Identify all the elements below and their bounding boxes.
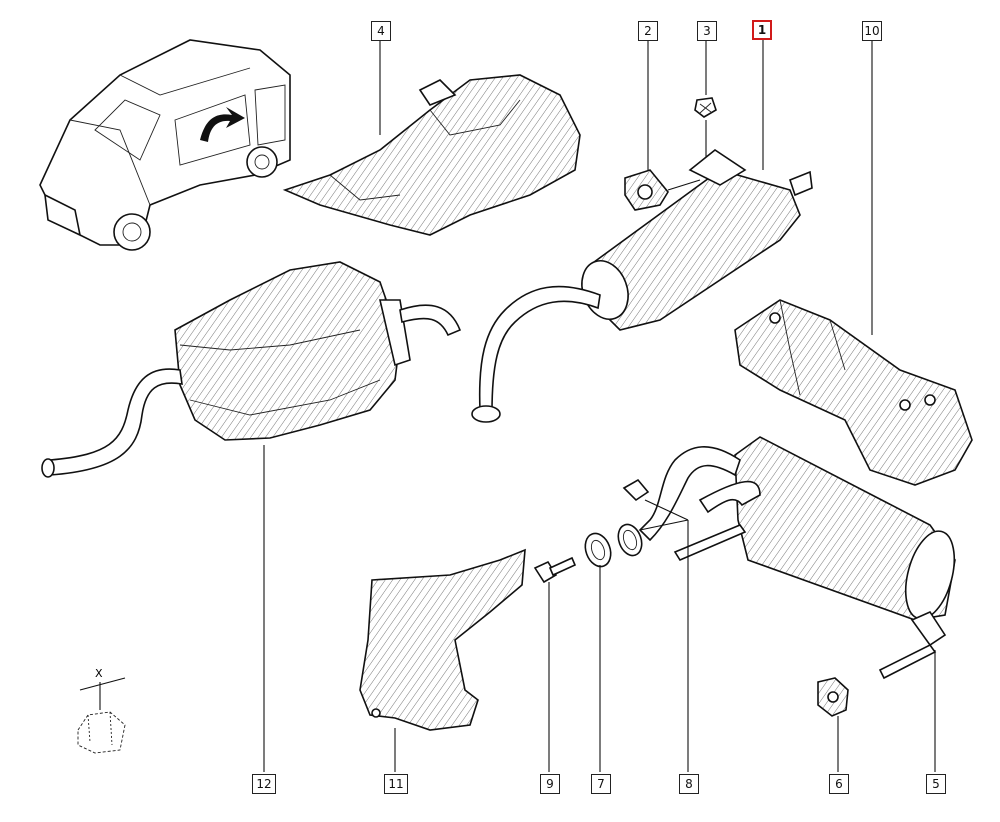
callout-4: 4 — [371, 21, 391, 41]
callout-10: 10 — [862, 21, 882, 41]
callout-7: 7 — [591, 774, 611, 794]
part-9-bolt — [533, 556, 577, 584]
callout-9: 9 — [540, 774, 560, 794]
callout-12: 12 — [252, 774, 276, 794]
torque-symbol — [77, 677, 126, 754]
torque-symbol-label: X — [95, 667, 103, 680]
part-7-gasket — [584, 532, 612, 568]
part-6-nut — [817, 677, 849, 717]
part-11-heat-shield — [359, 548, 526, 731]
callout-11: 11 — [384, 774, 408, 794]
leader-lines — [263, 39, 936, 772]
part-10-heat-shield — [734, 299, 973, 486]
part-1-rear-silencer — [471, 149, 813, 423]
part-3-nut — [694, 97, 717, 160]
callout-1-highlighted: 1 — [752, 20, 772, 40]
callout-3: 3 — [697, 21, 717, 41]
part-12-silencer-assembly — [41, 261, 462, 478]
callout-8: 8 — [679, 774, 699, 794]
part-5-rear-silencer — [638, 436, 956, 680]
vehicle-illustration — [39, 39, 291, 251]
callout-6: 6 — [829, 774, 849, 794]
part-2-mount-rubber — [624, 169, 701, 211]
part-4-heat-shield — [282, 74, 581, 236]
callout-5: 5 — [926, 774, 946, 794]
part-8-flange — [617, 478, 650, 557]
callout-2: 2 — [638, 21, 658, 41]
